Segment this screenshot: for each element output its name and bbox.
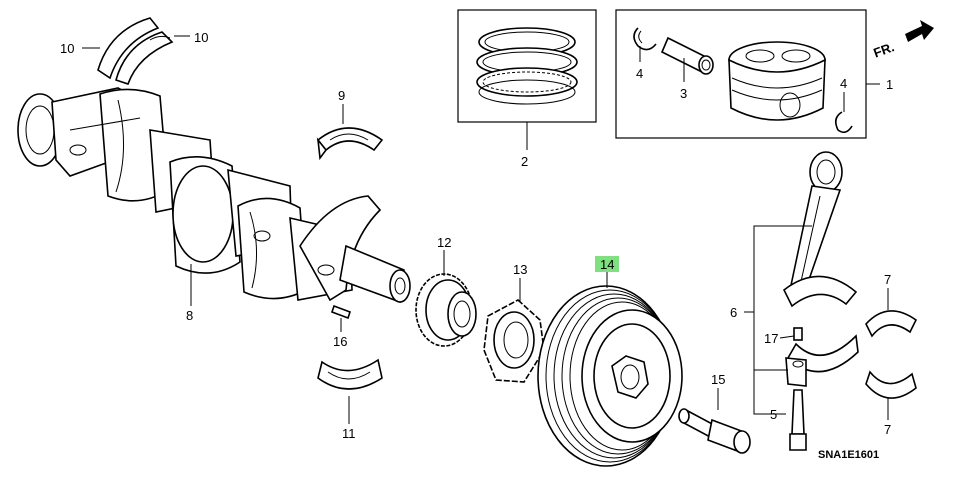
main-bearing-lower — [317, 358, 383, 390]
piston — [728, 41, 826, 121]
diagram-code: SNA1E1601 — [818, 449, 879, 461]
callout-17: 17 — [764, 331, 778, 346]
svg-text:FR.: FR. — [871, 39, 896, 60]
callout-1: 1 — [886, 77, 893, 92]
callout-4-left: 4 — [636, 66, 643, 81]
callout-14: 14 — [600, 257, 614, 272]
crankshaft — [17, 87, 411, 304]
callout-12: 12 — [437, 235, 451, 250]
callout-14-highlight — [595, 256, 619, 272]
knock-pin — [793, 327, 803, 341]
main-bearing-upper — [316, 127, 384, 161]
callout-8: 8 — [186, 308, 193, 323]
callout-4-right: 4 — [840, 76, 847, 91]
piston-pin — [660, 36, 714, 75]
connecting-rod-cap — [785, 334, 859, 387]
callout-11: 11 — [342, 426, 356, 441]
callout-16: 16 — [333, 334, 347, 349]
connecting-rod — [782, 151, 858, 308]
callout-10-left: 10 — [60, 41, 74, 56]
front-direction-arrow-icon: FR. — [871, 20, 934, 61]
rod-bearing-lower — [865, 370, 917, 399]
callout-7-lower: 7 — [884, 422, 891, 437]
callout-10-right: 10 — [194, 30, 208, 45]
callout-3: 3 — [680, 86, 687, 101]
piston-pin-clip-left — [633, 27, 657, 51]
rod-bearing-upper — [865, 310, 918, 338]
piston-box — [615, 9, 867, 139]
callout-5: 5 — [770, 407, 777, 422]
crank-pulse-plate — [483, 299, 545, 383]
callout-7-upper: 7 — [884, 272, 891, 287]
crankshaft-pulley — [537, 285, 683, 467]
callout-2: 2 — [521, 154, 528, 169]
woodruff-key — [330, 304, 352, 320]
callout-6: 6 — [730, 305, 737, 320]
callout-13: 13 — [513, 262, 527, 277]
crank-thrust-washer-upper — [97, 17, 174, 86]
callout-15: 15 — [711, 372, 725, 387]
piston-ring-set — [476, 27, 578, 105]
crankshaft-sprocket — [415, 273, 477, 347]
leader-lines — [82, 35, 889, 424]
piston-pin-clip-right — [834, 111, 853, 134]
callout-9: 9 — [338, 88, 345, 103]
connecting-rod-bolt — [789, 389, 807, 451]
pulley-bolt — [678, 408, 751, 454]
